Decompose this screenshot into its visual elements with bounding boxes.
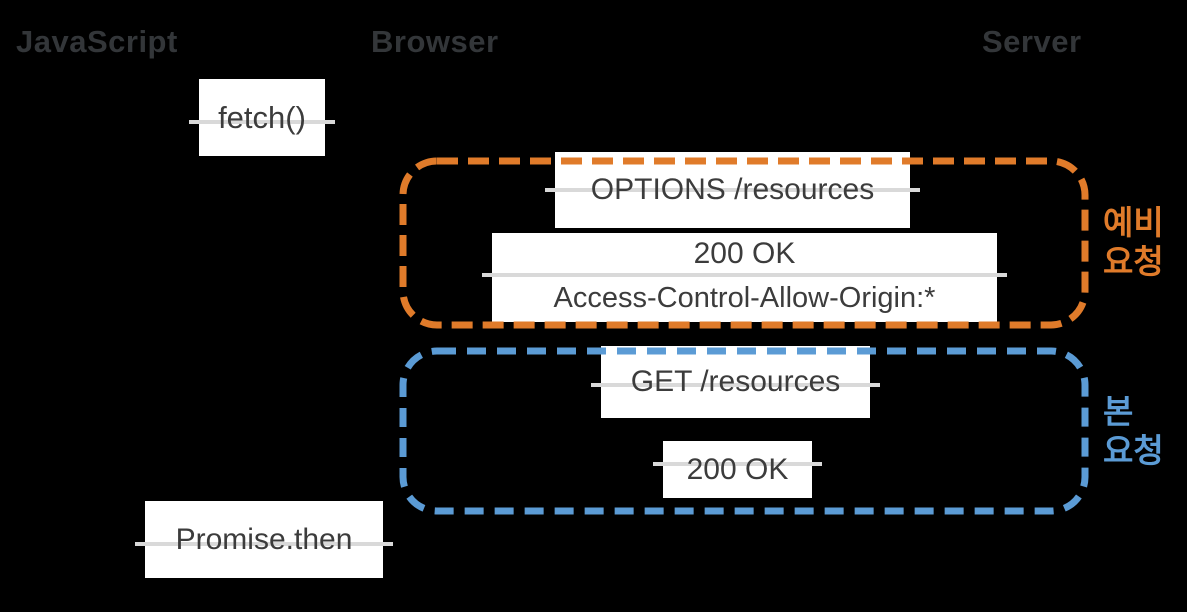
fetch-call-box: fetch() [189,79,335,156]
preflight-response-header: Access-Control-Allow-Origin:* [553,282,936,314]
main-request-box: GET /resources [591,346,880,418]
main-response-status: 200 OK [686,452,789,486]
connector-line [135,542,393,546]
promise-callback-label: Promise.then [175,522,353,556]
preflight-group-label: 예비 요청 [1103,203,1164,281]
preflight-request-box: OPTIONS /resources [545,152,920,228]
preflight-group-label-line2: 요청 [1103,243,1164,280]
preflight-response-box: 200 OK Access-Control-Allow-Origin:* [482,233,1007,322]
main-group-label: 본 요청 [1103,392,1164,470]
preflight-response-status: 200 OK [693,237,796,270]
promise-callback-box: Promise.then [135,501,393,578]
main-group-label-line1: 본 [1103,393,1134,430]
column-header-javascript: JavaScript [16,24,178,59]
column-header-browser: Browser [371,24,499,59]
main-group-label-line2: 요청 [1103,432,1164,469]
preflight-group-label-line1: 예비 [1103,204,1164,241]
fetch-call-label: fetch() [218,99,306,135]
main-request-label: GET /resources [630,365,841,398]
column-header-server: Server [982,24,1082,59]
preflight-request-label: OPTIONS /resources [590,173,875,206]
main-response-box: 200 OK [653,441,822,498]
connector-line [189,120,335,124]
